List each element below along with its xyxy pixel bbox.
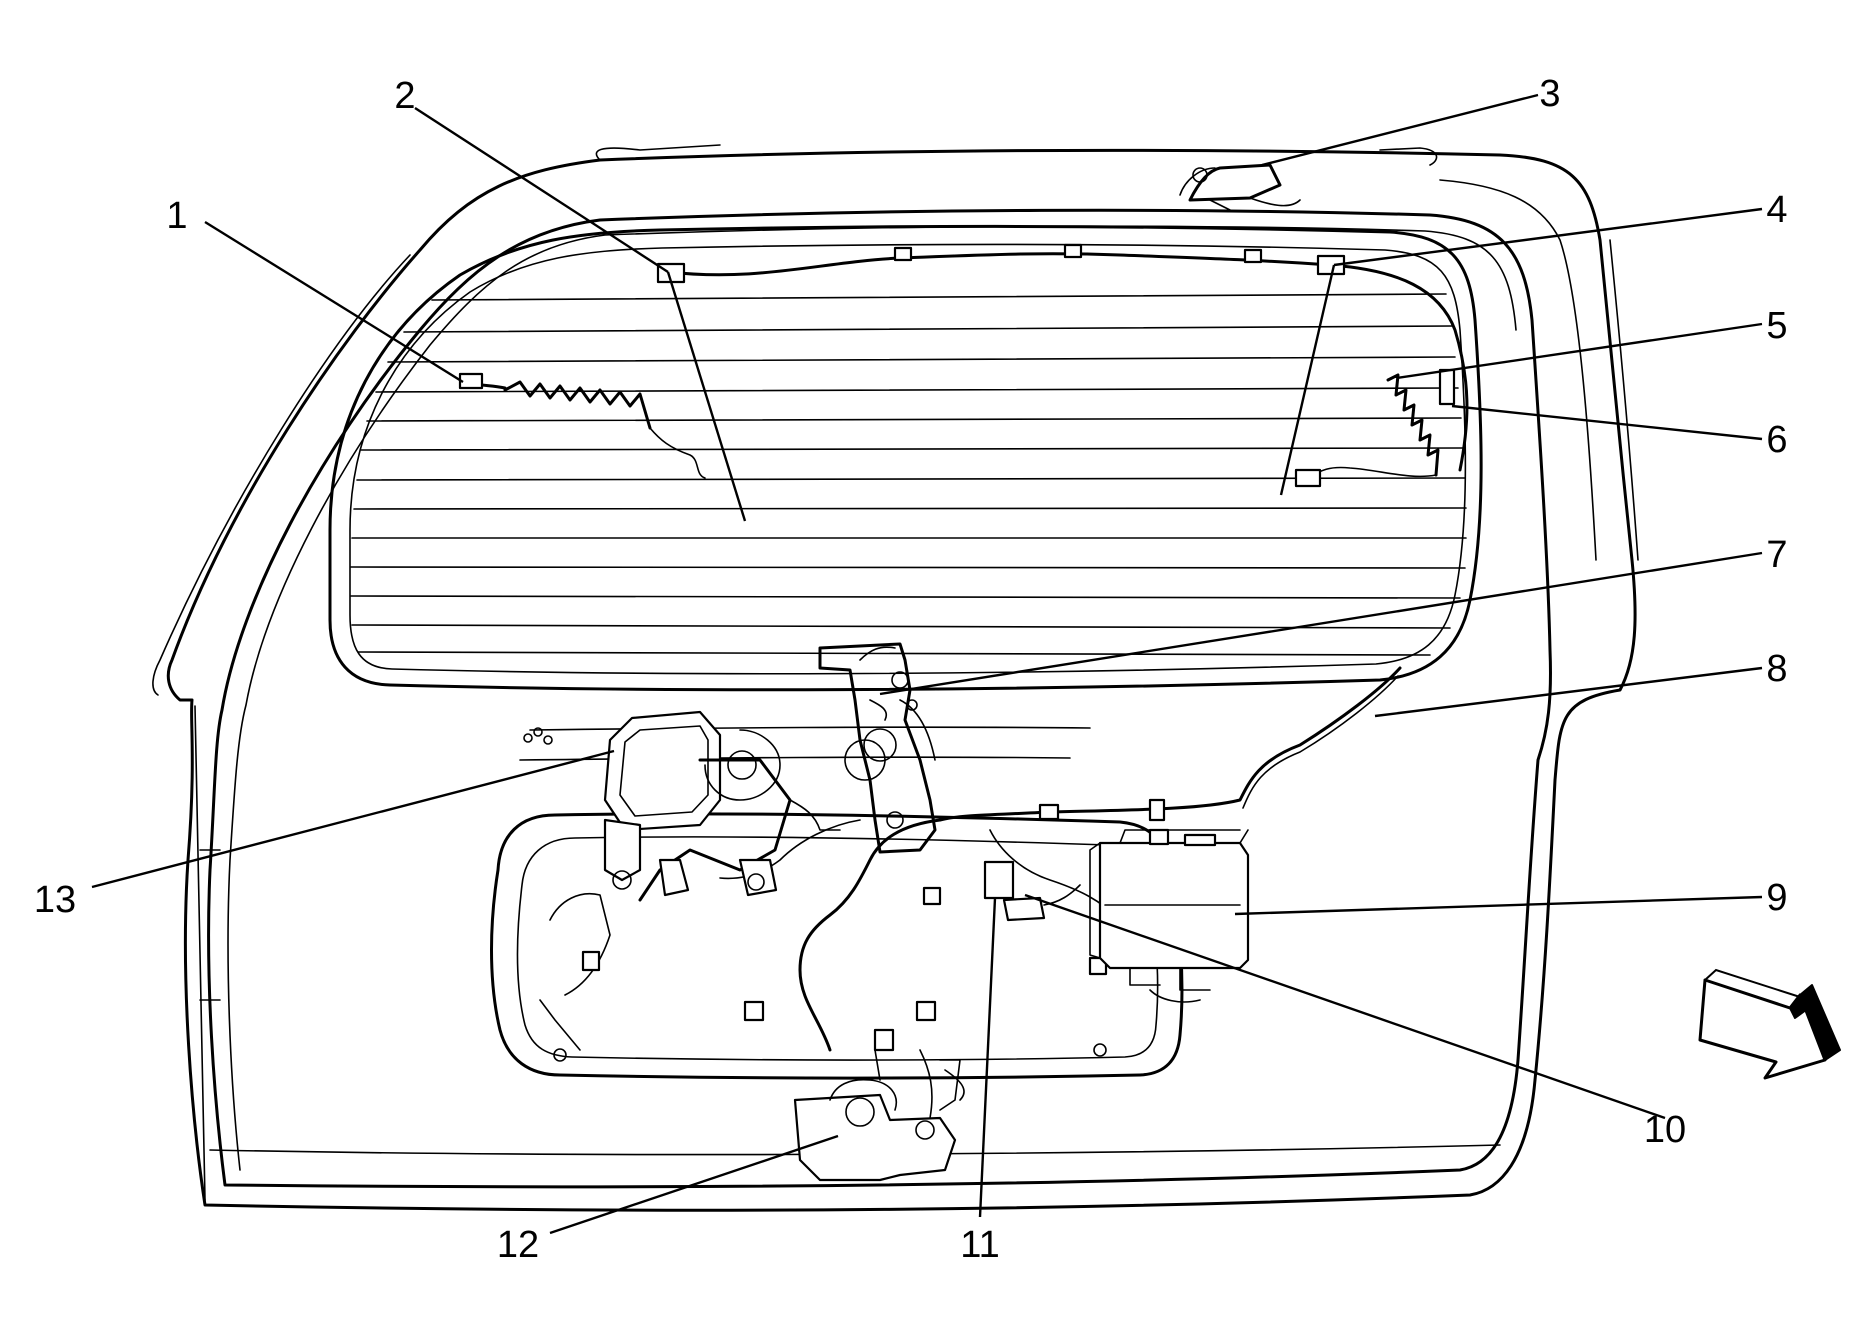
liftgate-control-module <box>1089 828 1250 1003</box>
upper-wire-harness <box>656 163 1469 472</box>
front-of-vehicle-arrow-icon <box>1698 968 1841 1080</box>
callout-11: 11 <box>960 1224 999 1266</box>
callout-8: 8 <box>1766 648 1787 690</box>
callout-5: 5 <box>1766 305 1787 347</box>
leader-line-3 <box>1261 93 1539 167</box>
lower-trim-opening <box>199 726 1184 1080</box>
leader-line-10 <box>1024 893 1666 1120</box>
harness-clip-6 <box>1438 368 1456 406</box>
rear-window-glass <box>328 224 1483 692</box>
callout-7: 7 <box>1766 534 1787 576</box>
leader-line-2-lower <box>666 271 747 522</box>
leader-line-2 <box>414 106 669 274</box>
leader-lines <box>91 93 1763 1235</box>
leader-line-7 <box>879 551 1763 696</box>
leader-line-4 <box>1333 207 1763 267</box>
callout-1: 1 <box>166 195 187 237</box>
leader-line-4-lower <box>1279 264 1336 496</box>
callout-3: 3 <box>1539 73 1560 115</box>
lower-latch-assembly <box>793 1028 965 1182</box>
liftgate-actuator-motor <box>603 710 841 902</box>
liftgate-outer-panel <box>152 144 1639 1212</box>
callout-9: 9 <box>1766 877 1787 919</box>
callout-2: 2 <box>394 75 415 117</box>
leader-line-6 <box>1451 404 1763 441</box>
callout-12: 12 <box>497 1224 539 1266</box>
callout-13: 13 <box>34 879 76 921</box>
leader-line-1 <box>204 220 464 384</box>
upper-latch-bracket <box>818 642 937 854</box>
callout-6: 6 <box>1766 419 1787 461</box>
leader-line-8 <box>1374 666 1763 718</box>
leader-line-13 <box>91 749 615 889</box>
callout-numbers: 1 2 3 4 5 6 7 8 9 10 11 12 13 <box>34 73 1788 1266</box>
defogger-grid-left <box>458 372 706 479</box>
callout-10: 10 <box>1644 1109 1686 1151</box>
leader-line-9 <box>1234 895 1763 916</box>
leader-line-12 <box>549 1134 839 1235</box>
lower-wire-harness <box>719 666 1402 1052</box>
leader-line-11 <box>978 897 997 1218</box>
callout-4: 4 <box>1766 189 1787 231</box>
defogger-grid-right <box>1294 368 1456 488</box>
harness-connector-10-11 <box>983 860 1081 922</box>
leader-line-5 <box>1396 322 1763 380</box>
